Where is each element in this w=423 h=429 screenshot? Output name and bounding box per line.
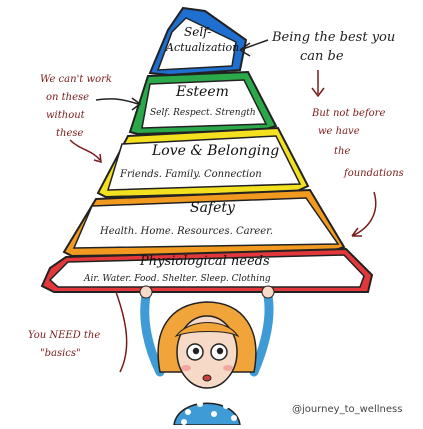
credit-handle: @journey_to_wellness: [292, 404, 403, 415]
tier-band-safety-inner: [72, 197, 340, 249]
annotation-best-you-line2: can be: [300, 49, 344, 64]
annotation-cant-work-line2: on these: [46, 92, 90, 103]
arrow-left-note-down: [69, 139, 102, 164]
tier-band-physiological-inner: [48, 254, 365, 288]
annotation-cant-work-line4: these: [56, 128, 84, 139]
arrow-self-actualization: [239, 39, 269, 57]
tier-subtitle-love: Friends. Family. Connection: [120, 169, 262, 180]
tier-title-esteem: Esteem: [176, 84, 229, 100]
annotation-best-you-line1: Being the best you: [272, 30, 396, 45]
tier-band-love-inner: [106, 135, 302, 191]
tier-title-love: Love & Belonging: [152, 143, 280, 159]
annotation-foundations-line2: we have: [318, 126, 360, 137]
annotation-foundations-line3: the: [334, 146, 351, 157]
tier-title-self-actualization-line2: Actualization: [166, 41, 240, 54]
bracket-basics: [115, 291, 128, 373]
girl-character: [139, 285, 275, 426]
tier-band-esteem-inner: [141, 79, 268, 129]
annotation-cant-work-line1: We can't work: [40, 74, 112, 85]
tier-title-physiological: Physiological needs: [140, 254, 270, 269]
tier-subtitle-physiological: Air. Water. Food. Shelter. Sleep. Clothi…: [84, 274, 271, 284]
tier-subtitle-esteem: Self. Respect. Strength: [150, 108, 256, 118]
tier-title-self-actualization-line1: Self-: [184, 25, 212, 39]
arrow-left-note: [95, 97, 142, 111]
annotation-foundations-line4: foundations: [344, 168, 404, 179]
arrow-foundations: [351, 191, 377, 237]
annotation-basics-line1: You NEED the: [28, 330, 101, 341]
annotation-foundations-line1: But not before: [312, 108, 386, 119]
tier-band-self-actualization-inner: [156, 17, 237, 71]
tier-subtitle-safety: Health. Home. Resources. Career.: [100, 226, 274, 237]
tier-title-safety: Safety: [190, 200, 235, 216]
annotation-cant-work-line3: without: [46, 110, 85, 121]
arrow-down-right: [311, 70, 325, 98]
annotation-basics-line2: "basics": [40, 348, 81, 359]
